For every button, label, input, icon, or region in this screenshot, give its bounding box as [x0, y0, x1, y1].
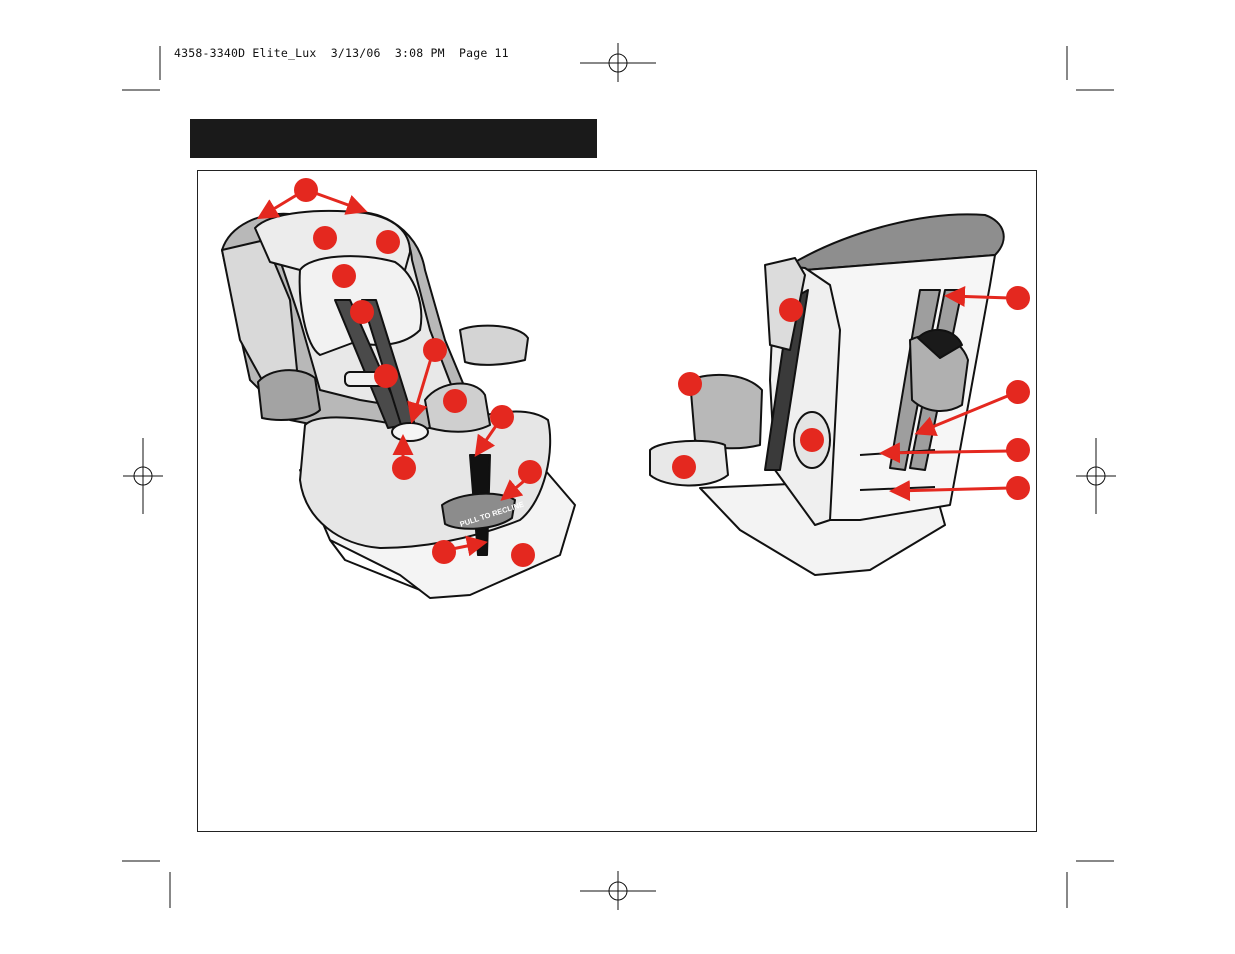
callout-dot	[672, 455, 696, 479]
registration-target-top	[580, 43, 656, 82]
callout-dot	[678, 372, 702, 396]
callout-dot	[392, 456, 416, 480]
callout-dot	[374, 364, 398, 388]
callout-dot	[294, 178, 318, 202]
front-view-seat	[221, 209, 576, 599]
callout-dots	[294, 178, 1030, 567]
callout-dot	[518, 460, 542, 484]
callout-arrows	[256, 191, 1011, 557]
callout-dot	[376, 230, 400, 254]
callout-dot	[1006, 380, 1030, 404]
callout-dot	[313, 226, 337, 250]
section-header-bar	[190, 119, 597, 158]
callout-dot	[779, 298, 803, 322]
print-slug-line: 4358-3340D Elite_Lux 3/13/06 3:08 PM Pag…	[174, 46, 509, 60]
callout-dot	[490, 405, 514, 429]
callout-dot	[350, 300, 374, 324]
callout-dot	[423, 338, 447, 362]
callout-dot	[432, 540, 456, 564]
callout-dot	[1006, 286, 1030, 310]
registration-target-bottom	[580, 871, 656, 910]
callout-dot	[511, 543, 535, 567]
callout-dot	[1006, 476, 1030, 500]
callout-dot	[443, 389, 467, 413]
rear-view-seat	[649, 213, 1005, 576]
callout-dot	[800, 428, 824, 452]
callout-dot	[332, 264, 356, 288]
registration-target-right	[1076, 438, 1116, 514]
registration-target-left	[123, 438, 163, 514]
callout-dot	[1006, 438, 1030, 462]
illustration-frame	[197, 170, 1037, 832]
